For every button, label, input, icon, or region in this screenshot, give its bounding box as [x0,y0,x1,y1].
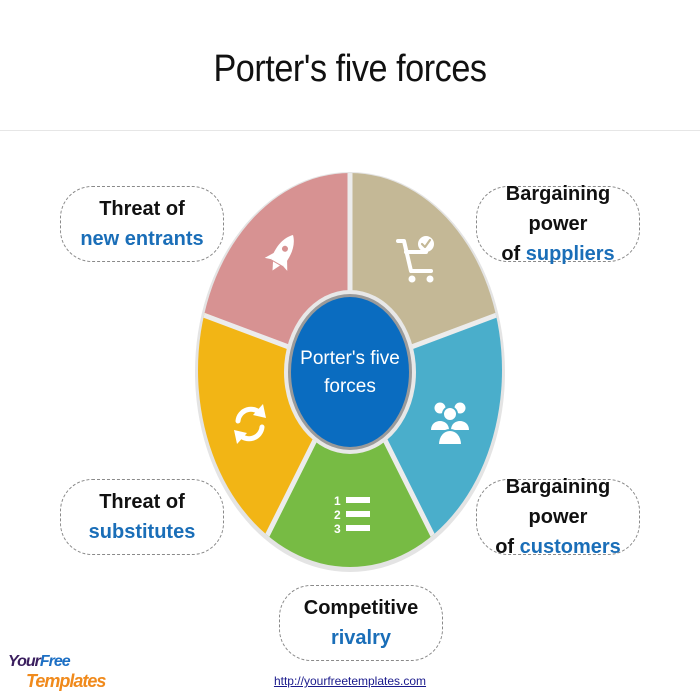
label-rivalry: Competitive rivalry [279,585,443,661]
center-label-line2: forces [324,376,376,397]
label-rivalry-line2: rivalry [330,627,392,649]
shopping-cart-check-icon [396,236,434,283]
center-disc [291,297,409,447]
segment-suppliers [350,173,502,370]
label-suppliers: Bargaining power of suppliers [476,183,640,265]
label-customers-line1: Bargaining power [505,476,611,528]
svg-text:2: 2 [334,508,341,522]
label-rivalry-line1: Competitive [303,597,419,619]
label-substitutes-line2: substitutes [88,521,196,543]
yourfreetemplates-logo: YourFree Templates [6,653,106,693]
refresh-cycle-icon [234,404,266,444]
label-customers: Bargaining power of customers [476,476,640,558]
label-suppliers-line2: suppliers [525,243,615,265]
label-new-entrants-line2: new entrants [80,228,204,250]
footer-url-link[interactable]: http://yourfreetemplates.com [273,674,427,688]
logo-free: Free [39,653,71,670]
title-area: Porter's five forces [0,0,700,131]
page-title: Porter's five forces [213,48,487,90]
center-label: Porter's five forces [290,345,410,401]
label-new-entrants: Threat of new entrants [60,186,224,262]
label-new-entrants-line1: Threat of [99,198,185,220]
svg-text:3: 3 [334,522,341,536]
svg-text:1: 1 [334,494,341,508]
label-customers-line2: customers [519,536,621,558]
logo-line2: Templates [26,671,106,691]
logo-your: Your [8,653,41,670]
label-customers-prefix: of [495,536,520,558]
label-suppliers-line1: Bargaining power [505,183,611,235]
user-group-icon [431,402,469,446]
center-label-line1: Porter's five [300,348,400,369]
logo-line1: YourFree [8,653,71,671]
rocket-icon [264,234,294,271]
numbered-list-icon: 1 2 3 [334,494,370,536]
label-suppliers-prefix: of [501,243,526,265]
label-substitutes: Threat of substitutes [60,479,224,555]
label-substitutes-line1: Threat of [99,491,185,513]
